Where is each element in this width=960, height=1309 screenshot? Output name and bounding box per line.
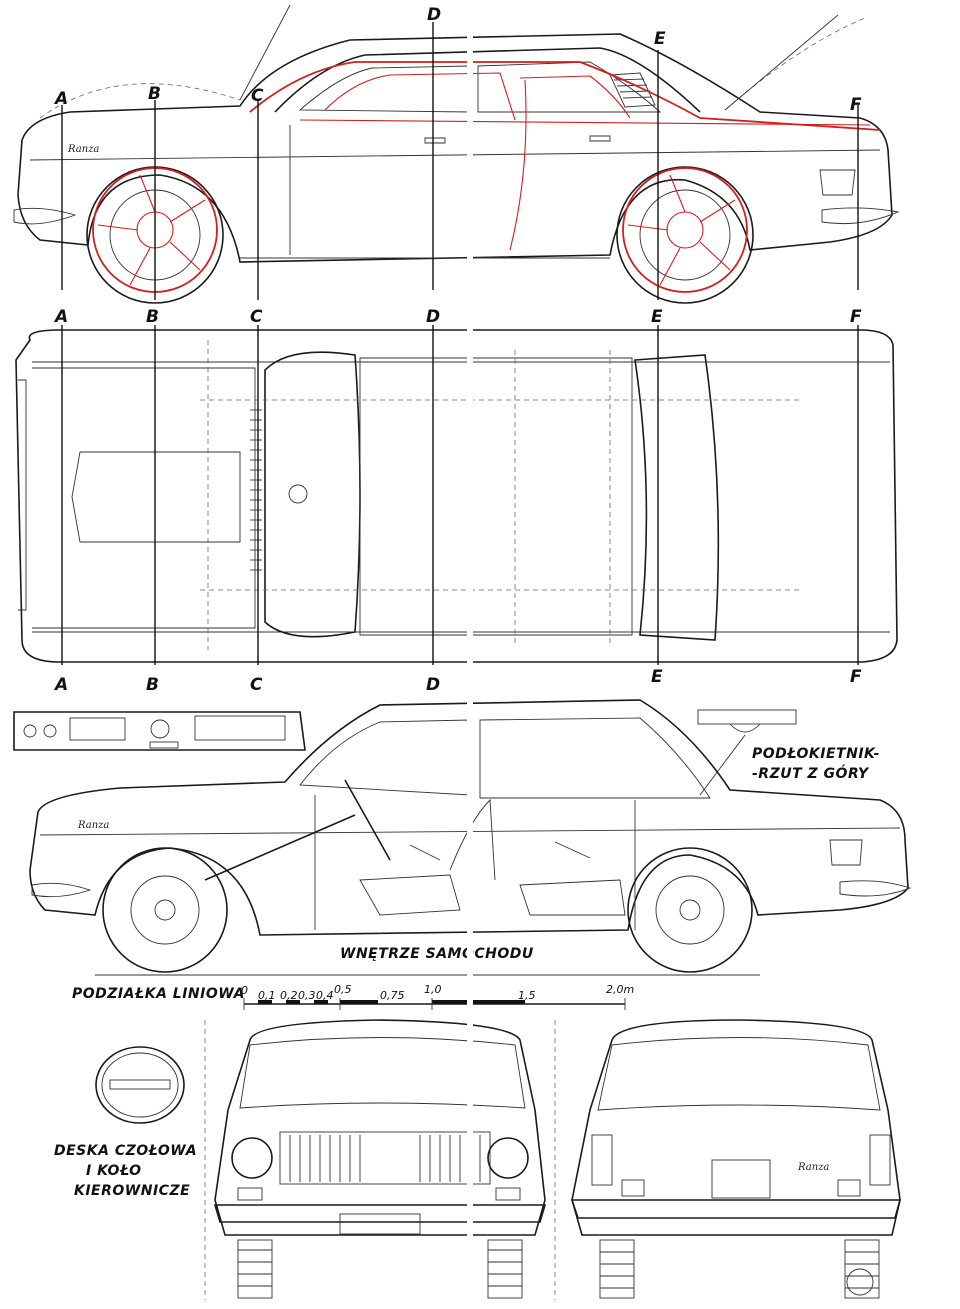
plan-view: A B C D E F A B C D E F bbox=[15, 307, 898, 695]
section-marker-a-plan-bottom: A bbox=[53, 675, 68, 695]
section-marker-e-plan-bottom: E bbox=[651, 667, 663, 687]
scale-tick-0-5: 0,5 bbox=[334, 983, 352, 996]
section-marker-d-plan-top: D bbox=[426, 307, 440, 327]
side-view: A B C D E F Ranza bbox=[13, 4, 900, 304]
section-marker-f-plan-bottom: F bbox=[850, 667, 862, 687]
scale-tick-1-5: 1,5 bbox=[518, 989, 536, 1002]
linear-scale: PODZIAŁKA LINIOWA 0 0,1 0,2 0,3 0,4 0,5 … bbox=[72, 983, 634, 1010]
scale-title: PODZIAŁKA LINIOWA bbox=[72, 986, 245, 1002]
scale-tick-0-2: 0,2 bbox=[280, 989, 298, 1002]
section-marker-c-plan-top: C bbox=[250, 307, 263, 327]
armrest-caption-line1: PODŁOKIETNIK- bbox=[752, 746, 880, 762]
dashboard-caption-line2: I KOŁO bbox=[86, 1163, 142, 1179]
section-marker-c-plan-bottom: C bbox=[250, 675, 263, 695]
steering-wheel-detail: DESKA CZOŁOWA I KOŁO KIEROWNICZE bbox=[54, 1046, 197, 1199]
section-marker-f-top: F bbox=[850, 95, 862, 115]
section-marker-d-top: D bbox=[427, 5, 441, 25]
rear-script-badge: Ranza bbox=[797, 1162, 829, 1173]
section-marker-e-top: E bbox=[654, 29, 666, 49]
section-marker-c-top: C bbox=[251, 86, 264, 106]
section-marker-d-plan-bottom: D bbox=[426, 675, 440, 695]
interior-script-badge: Ranza bbox=[77, 820, 109, 831]
dashboard-top-view bbox=[13, 711, 306, 751]
interior-side-view: Ranza WNĘTRZE SAMOCHODU bbox=[29, 699, 912, 976]
section-marker-e-plan-top: E bbox=[651, 307, 663, 327]
section-marker-b-plan-top: B bbox=[146, 307, 159, 327]
section-marker-b-top: B bbox=[148, 84, 161, 104]
scale-tick-1-0: 1,0 bbox=[424, 983, 442, 996]
section-marker-f-plan-top: F bbox=[850, 307, 862, 327]
section-marker-a-top: A bbox=[53, 89, 68, 109]
dashboard-caption-line1: DESKA CZOŁOWA bbox=[54, 1143, 197, 1159]
front-view bbox=[204, 1019, 556, 1300]
armrest-detail: PODŁOKIETNIK- -RZUT Z GÓRY bbox=[697, 709, 880, 796]
scale-tick-0: 0 bbox=[241, 984, 248, 997]
cowl-vents bbox=[250, 409, 262, 571]
scale-tick-0-1: 0,1 bbox=[258, 989, 276, 1002]
scale-tick-2-0: 2,0m bbox=[606, 983, 634, 996]
side-script-badge: Ranza bbox=[67, 144, 99, 155]
scale-tick-0-4: 0,4 bbox=[316, 989, 334, 1002]
dashboard-caption-line3: KIEROWNICZE bbox=[74, 1183, 190, 1199]
scale-tick-0-75: 0,75 bbox=[380, 989, 405, 1002]
section-marker-a-plan-top: A bbox=[53, 307, 68, 327]
scale-tick-0-3: 0,3 bbox=[298, 989, 316, 1002]
rear-view: Ranza bbox=[570, 1019, 902, 1299]
section-marker-b-plan-bottom: B bbox=[146, 675, 159, 695]
interior-caption: WNĘTRZE SAMOCHODU bbox=[340, 946, 534, 962]
armrest-caption-line2: -RZUT Z GÓRY bbox=[752, 764, 870, 782]
